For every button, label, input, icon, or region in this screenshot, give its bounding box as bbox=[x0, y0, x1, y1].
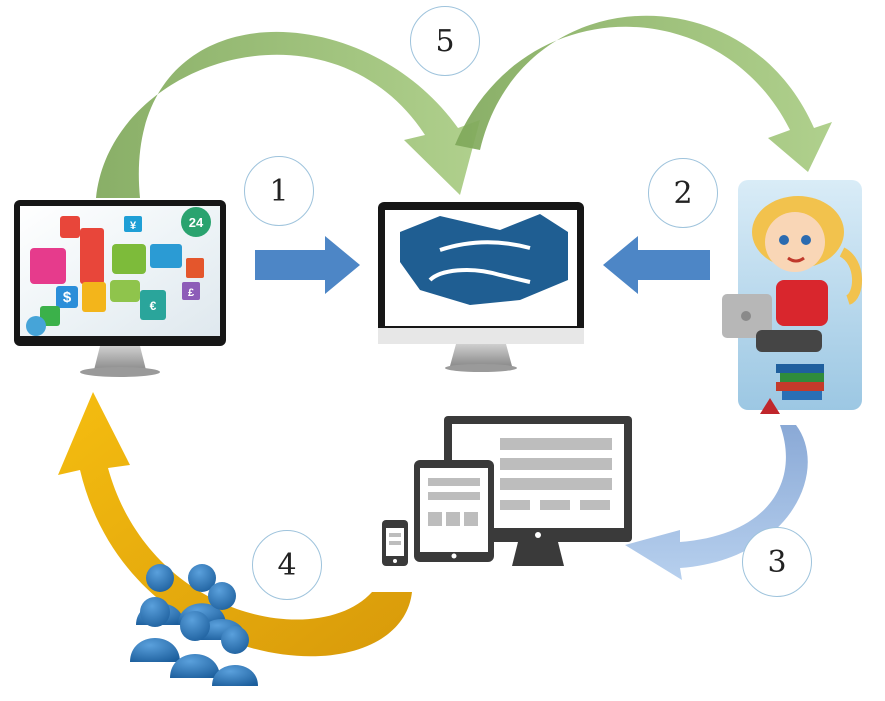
arrow-5-green-curve bbox=[96, 15, 832, 198]
shop-badge-yen: ¥ bbox=[130, 220, 137, 232]
people-group-icon bbox=[130, 564, 258, 686]
responsive-devices-icon bbox=[382, 416, 632, 566]
businesswoman-laptop-icon bbox=[722, 180, 863, 414]
step-3-label: 3 bbox=[742, 527, 812, 597]
handshake-icon bbox=[378, 202, 584, 372]
arrow-1-blue-right bbox=[255, 236, 360, 294]
shop-badge-pound: £ bbox=[188, 287, 194, 299]
arrow-4-yellow-curve bbox=[58, 392, 412, 657]
step-2-label: 2 bbox=[648, 158, 718, 228]
shop-badge-euro: € bbox=[150, 299, 157, 313]
arrow-2-blue-left bbox=[603, 236, 710, 294]
shop-badge-dollar: $ bbox=[63, 289, 72, 306]
shopping-apps-icon: 24 $ ¥ £ € bbox=[14, 200, 226, 377]
step-5-label: 5 bbox=[410, 6, 480, 76]
step-4-label: 4 bbox=[252, 530, 322, 600]
step-1-label: 1 bbox=[244, 156, 314, 226]
arrow-3-lightblue-curve bbox=[625, 425, 808, 580]
shop-badge-24: 24 bbox=[189, 215, 204, 230]
